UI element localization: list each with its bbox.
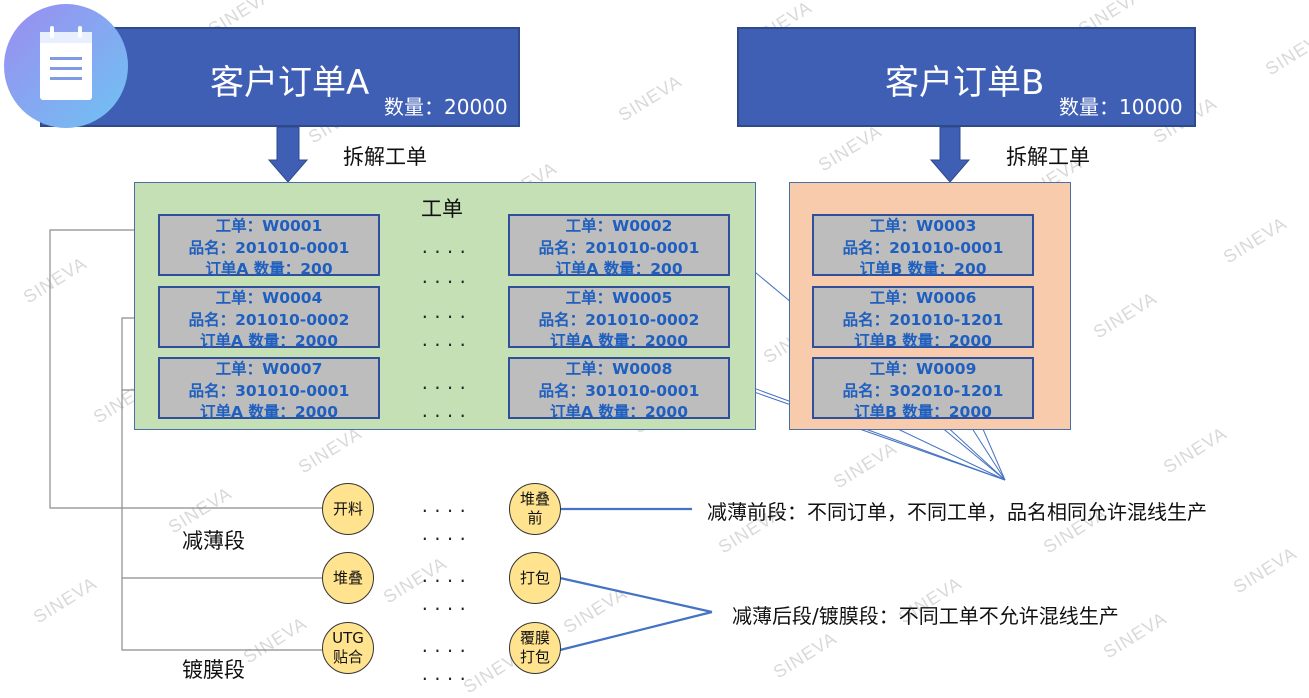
step-pack: 打包 [509,552,561,604]
ellipsis-dots: .... [420,268,471,287]
work-order-id: 工单：W0003 [869,217,977,235]
work-order-id: 工单：W0004 [215,289,323,307]
order-b-header: 客户订单B 数量：10000 [737,27,1196,127]
step-label: 堆叠前 [519,490,550,527]
work-order-id: 工单：W0001 [215,217,323,235]
step-film-pack: 覆膜打包 [509,622,561,674]
step-label: 打包 [519,568,550,587]
work-order-id: 工单：W0009 [869,360,977,378]
work-order-qty: 订单A 数量：200 [205,260,333,278]
section-label-coating: 镀膜段 [182,658,245,682]
split-label-a: 拆解工单 [343,145,427,169]
note-front-stage: 减薄前段：不同订单，不同工单，品名相同允许混线生产 [707,500,1207,524]
work-order-card[interactable]: 工单：W0004 品名：201010-0002 订单A 数量：2000 [158,286,380,350]
work-order-card[interactable]: 工单：W0001 品名：201010-0001 订单A 数量：200 [158,214,380,278]
work-order-qty: 订单B 数量：2000 [854,403,992,421]
work-order-card[interactable]: 工单：W0008 品名：301010-0001 订单A 数量：2000 [508,357,730,421]
work-order-id: 工单：W0008 [565,360,673,378]
work-order-qty: 订单B 数量：200 [859,260,987,278]
ellipsis-dots: .... [420,525,471,544]
group-title: 工单 [421,197,463,221]
order-b-title: 客户订单B [885,63,1045,103]
work-order-card[interactable]: 工单：W0003 品名：201010-0001 订单B 数量：200 [812,214,1034,278]
step-label: 覆膜打包 [519,629,550,666]
ellipsis-dots: .... [420,637,471,656]
work-order-id: 工单：W0005 [565,289,673,307]
ellipsis-dots: .... [420,303,471,322]
work-order-qty: 订单A 数量：2000 [549,403,689,421]
work-order-id: 工单：W0002 [565,217,673,235]
ellipsis-dots: .... [420,665,471,684]
ellipsis-dots: .... [420,331,471,350]
ellipsis-dots: .... [420,567,471,586]
work-order-card[interactable]: 工单：W0009 品名：302010-1201 订单B 数量：2000 [812,357,1034,421]
order-a-title: 客户订单A [210,63,370,103]
step-label: UTG贴合 [332,629,364,666]
step-label: 堆叠 [332,568,363,587]
order-b-qty: 数量：10000 [1059,95,1183,119]
work-order-product: 品名：301010-0001 [188,381,350,400]
notepad-icon [4,4,128,128]
work-order-card[interactable]: 工单：W0005 品名：201010-0002 订单A 数量：2000 [508,286,730,350]
work-order-product: 品名：201010-0001 [842,238,1004,257]
work-order-qty: 订单A 数量：200 [555,260,683,278]
work-order-product: 品名：201010-0002 [188,310,350,329]
order-a-qty: 数量：20000 [384,95,508,119]
ellipsis-dots: .... [420,238,471,257]
work-order-product: 品名：201010-1201 [842,310,1004,329]
work-order-product: 品名：201010-0001 [538,238,700,257]
work-order-qty: 订单B 数量：2000 [854,332,992,350]
work-order-id: 工单：W0007 [215,360,323,378]
work-order-card[interactable]: 工单：W0007 品名：301010-0001 订单A 数量：2000 [158,357,380,421]
step-stack-pre: 堆叠前 [509,483,561,535]
step-cut: 开料 [322,483,374,535]
work-order-qty: 订单A 数量：2000 [199,403,339,421]
work-order-product: 品名：201010-0002 [538,310,700,329]
work-order-card[interactable]: 工单：W0006 品名：201010-1201 订单B 数量：2000 [812,286,1034,350]
split-arrow-a [267,126,309,183]
ellipsis-dots: .... [420,497,471,516]
section-label-thinning: 减薄段 [182,529,245,553]
work-order-product: 品名：302010-1201 [842,381,1004,400]
work-order-qty: 订单A 数量：2000 [199,332,339,350]
ellipsis-dots: .... [420,374,471,393]
ellipsis-dots: .... [420,595,471,614]
split-arrow-b [929,126,971,183]
work-order-id: 工单：W0006 [869,289,977,307]
work-order-card[interactable]: 工单：W0002 品名：201010-0001 订单A 数量：200 [508,214,730,278]
note-back-stage: 减薄后段/镀膜段：不同工单不允许混线生产 [732,604,1119,628]
step-utg: UTG贴合 [322,622,374,674]
step-label: 开料 [332,499,363,518]
step-stack: 堆叠 [322,552,374,604]
work-order-product: 品名：301010-0001 [538,381,700,400]
split-label-b: 拆解工单 [1006,145,1090,169]
work-order-product: 品名：201010-0001 [188,238,350,257]
ellipsis-dots: .... [420,402,471,421]
work-order-qty: 订单A 数量：2000 [549,332,689,350]
